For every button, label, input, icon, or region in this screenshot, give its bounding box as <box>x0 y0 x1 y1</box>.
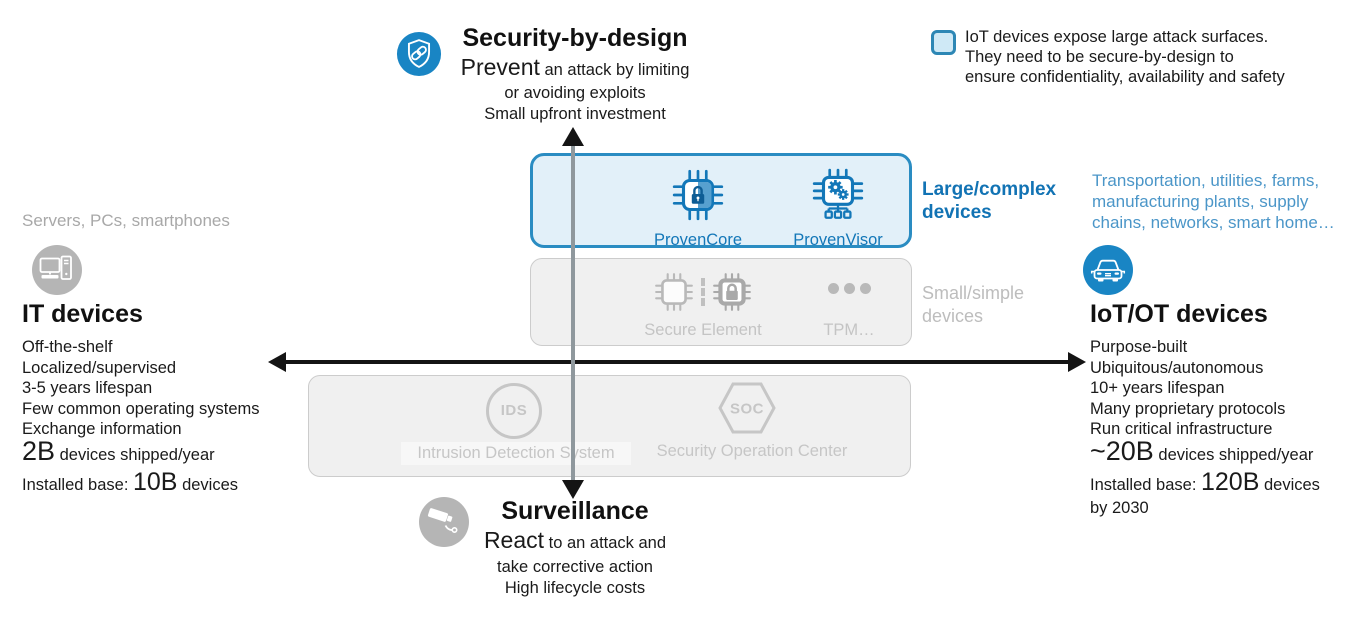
soc-abbr-text: SOC <box>730 401 764 418</box>
it-installed-suffix: devices <box>177 476 239 494</box>
security-by-design-title: Security-by-design <box>462 24 688 52</box>
it-installed-prefix: Installed base: <box>22 476 133 494</box>
shield-link-icon <box>396 31 442 77</box>
surveillance-line1: React to an attack and <box>410 527 740 554</box>
iot-trait: Purpose-built <box>1090 338 1188 356</box>
provencore-product: ProvenCore <box>633 166 763 250</box>
horizontal-axis-line <box>284 360 1074 364</box>
computer-icon <box>32 245 82 295</box>
it-trait: Few common operating systems <box>22 399 260 418</box>
large-complex-devices-box: ProvenCore <box>530 153 912 250</box>
iot-installed-note: by 2030 <box>1090 499 1149 517</box>
note-text: IoT devices expose large attack surfaces… <box>965 28 1285 86</box>
iot-examples-caption: Transportation, utilities, farms, manufa… <box>1092 171 1335 232</box>
secure-element-icons <box>643 271 763 313</box>
iot-trait: Run critical infrastructure <box>1090 420 1273 438</box>
surveillance-line2: take corrective action <box>497 558 653 576</box>
provencore-chip-icon <box>672 169 724 221</box>
it-examples-caption: Servers, PCs, smartphones <box>22 211 230 230</box>
it-trait: Localized/supervised <box>22 358 177 377</box>
it-shipped-value: 2B <box>22 436 56 466</box>
it-shipped-stat: 2B devices shipped/year <box>22 436 312 467</box>
it-shipped-label: devices shipped/year <box>55 446 215 464</box>
provenvisor-product: ProvenVisor <box>773 166 903 250</box>
it-installed-stat: Installed base: 10B devices <box>22 468 322 497</box>
soc-label: Security Operation Center <box>656 442 848 460</box>
prevent-lead-rest: an attack by limiting <box>539 61 690 79</box>
ids-badge-icon: IDS <box>486 383 542 439</box>
iot-devices-traits: Purpose-built Ubiquitous/autonomous 10+ … <box>1090 337 1353 440</box>
chip-lock-icon <box>713 273 751 311</box>
iot-installed-stat: Installed base: 120B devices by 2030 <box>1090 468 1353 518</box>
tpm-label: TPM… <box>823 321 875 339</box>
soc-badge-icon: SOC <box>718 382 776 434</box>
prevent-lead-word: Prevent <box>460 54 540 80</box>
security-by-design-line1: Prevent an attack by limiting <box>400 54 750 81</box>
surveillance-tools-box: IDS SOC Intrusion Detection System Secur… <box>308 375 911 477</box>
it-trait: 3-5 years lifespan <box>22 379 153 397</box>
iot-ot-devices-title: IoT/OT devices <box>1090 300 1268 328</box>
axis-arrowhead-down <box>562 480 584 499</box>
provenvisor-label: ProvenVisor <box>793 231 883 249</box>
it-devices-traits: Off-the-shelf Localized/supervised 3-5 y… <box>22 337 312 440</box>
small-simple-devices-box: Secure Element TPM… <box>530 258 912 346</box>
large-complex-devices-label: Large/complex devices <box>922 179 1057 223</box>
it-installed-value: 10B <box>133 468 178 496</box>
security-by-design-line2: or avoiding exploits <box>504 84 646 102</box>
iot-trait: 10+ years lifespan <box>1090 379 1225 397</box>
small-simple-devices-label: Small/simple devices <box>922 283 1025 326</box>
iot-shipped-value: ~20B <box>1090 436 1154 466</box>
provenvisor-chip-icon <box>812 168 864 219</box>
it-devices-title: IT devices <box>22 300 143 328</box>
iot-shipped-stat: ~20B devices shipped/year <box>1090 436 1353 467</box>
surveillance-line3: High lifecycle costs <box>504 579 646 597</box>
iot-installed-value: 120B <box>1201 468 1260 496</box>
divider-dashes <box>701 278 705 306</box>
it-trait: Exchange information <box>22 420 182 438</box>
react-lead-rest: to an attack and <box>544 534 667 552</box>
react-lead-word: React <box>483 527 545 553</box>
ids-label: Intrusion Detection System <box>401 442 631 465</box>
car-icon <box>1083 245 1133 295</box>
ellipsis-dots-icon <box>819 283 879 294</box>
secure-element-label: Secure Element <box>644 321 762 339</box>
axis-arrowhead-left <box>268 352 286 372</box>
vertical-axis-line <box>571 144 575 480</box>
security-by-design-line3: Small upfront investment <box>484 105 666 123</box>
iot-shipped-label: devices shipped/year <box>1153 446 1314 464</box>
iot-installed-prefix: Installed base: <box>1090 476 1201 494</box>
axis-arrowhead-up <box>562 127 584 146</box>
axis-arrowhead-right <box>1068 352 1086 372</box>
chip-outline-icon <box>655 273 693 311</box>
note-legend-square <box>931 30 956 55</box>
iot-trait: Ubiquitous/autonomous <box>1090 358 1264 377</box>
it-trait: Off-the-shelf <box>22 338 113 356</box>
iot-installed-suffix: devices <box>1259 476 1320 494</box>
surveillance-title: Surveillance <box>501 497 649 525</box>
cctv-camera-icon <box>419 497 469 547</box>
iot-trait: Many proprietary protocols <box>1090 399 1286 418</box>
provencore-label: ProvenCore <box>653 231 743 249</box>
